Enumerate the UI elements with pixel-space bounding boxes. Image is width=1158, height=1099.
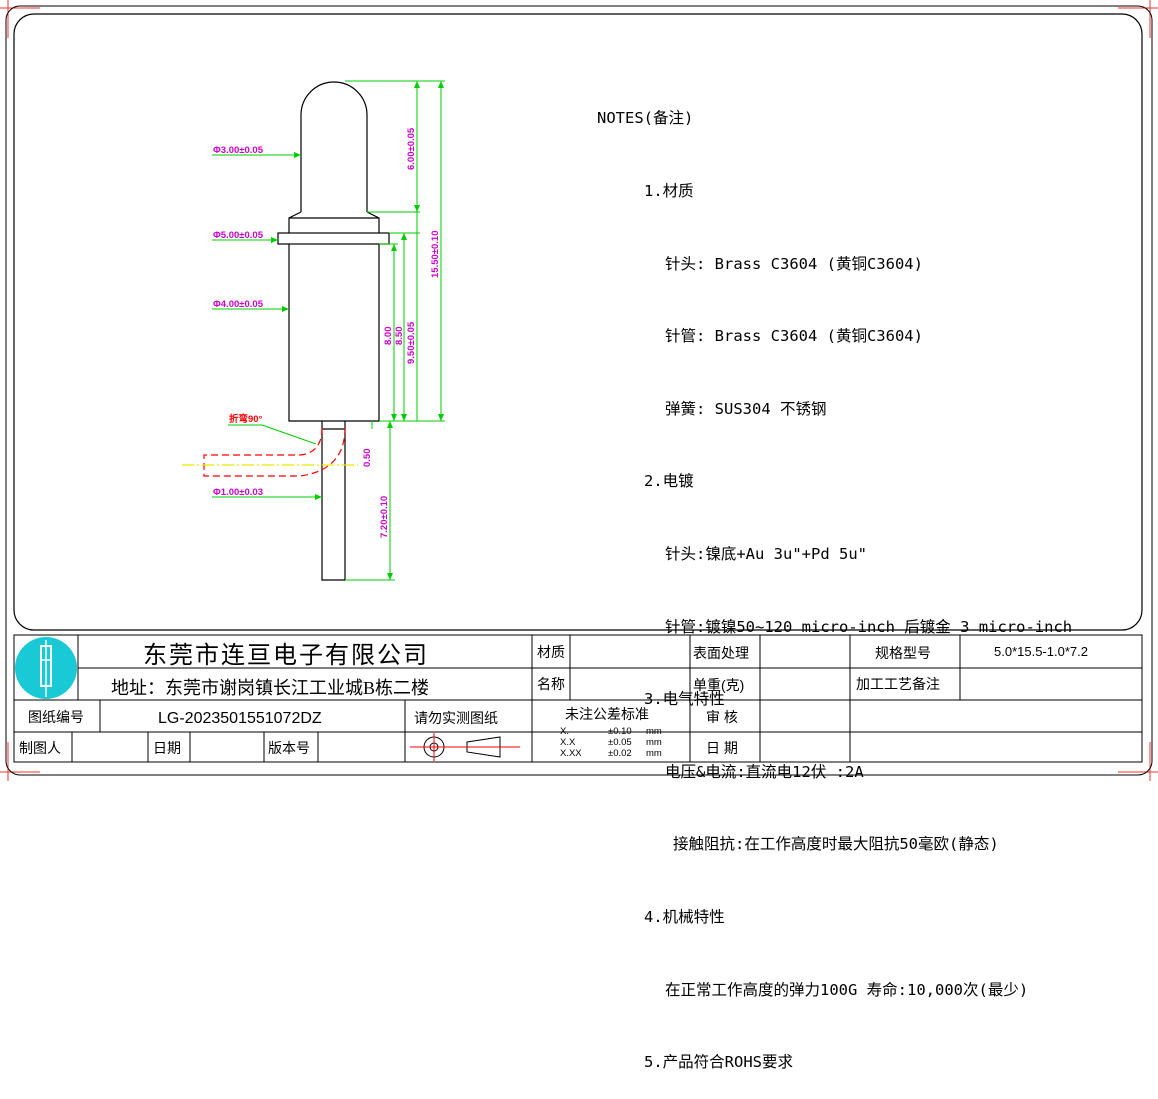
weight-label: 单重(克) (693, 677, 744, 693)
material-label: 材质 (537, 644, 565, 660)
notes-title: NOTES(备注) (597, 109, 694, 128)
tol-unit-0: mm (646, 726, 662, 737)
surface-label: 表面处理 (693, 645, 749, 661)
title-block-grid (13, 634, 1143, 763)
dim-body-height-1: 8.00 (383, 327, 394, 346)
dim-tail-diameter: Φ1.00±0.03 (213, 487, 263, 498)
tol-key-1: X.X (560, 737, 576, 748)
tol-unit-2: mm (646, 748, 662, 759)
dim-tip-diameter: Φ3.00±0.05 (213, 145, 264, 156)
bend-outline (203, 427, 346, 477)
notes-line: 针头: Brass C3604 (黄铜C3604) (665, 254, 923, 273)
name-label: 名称 (537, 676, 565, 692)
dim-total-height: 15.50±0.10 (430, 231, 441, 278)
tol-val-0: ±0.10 (608, 726, 632, 737)
projection-symbol (410, 733, 520, 761)
tolerance-title: 未注公差标准 (565, 706, 649, 722)
notes-line: 1.材质 (644, 182, 694, 200)
dimension-arrows (271, 81, 444, 580)
review-label: 审 核 (706, 709, 738, 725)
dimension-lines (212, 80, 445, 581)
tol-key-2: X.XX (560, 748, 582, 759)
spec-label: 规格型号 (875, 645, 931, 661)
notes-line: 3.电气特性 (644, 690, 725, 709)
tol-val-2: ±0.02 (608, 748, 632, 759)
notes-line: 接触阻抗:在工作高度时最大阻抗50毫欧(静态) (673, 835, 999, 854)
dim-flange-diameter: Φ5.00±0.05 (213, 230, 264, 241)
notes-line: 在正常工作高度的弹力100G 寿命:10,000次(最少) (665, 980, 1029, 999)
tol-key-0: X. (560, 726, 569, 737)
drafter-label: 制图人 (19, 740, 61, 756)
tol-val-1: ±0.05 (608, 737, 632, 748)
pogo-pin-outline (277, 81, 390, 581)
drawing-no-label: 图纸编号 (28, 709, 84, 725)
dim-body-height-3: 9.50±0.05 (406, 321, 417, 364)
date-label: 日期 (153, 740, 181, 756)
dim-tip-height: 6.00±0.05 (406, 127, 417, 170)
inner-frame (13, 13, 1143, 631)
company-logo (15, 637, 77, 699)
date2-label: 日 期 (706, 740, 738, 756)
version-label: 版本号 (268, 740, 310, 756)
notes-line: 针管:镀镍50~120 micro-inch 后镀金 3 micro-inch (665, 617, 1073, 636)
dim-body-diameter: Φ4.00±0.05 (213, 299, 264, 310)
engineering-drawing: Φ3.00±0.05 Φ5.00±0.05 Φ4.00±0.05 Φ1.00±0… (0, 0, 1158, 781)
notes-line: 5.产品符合ROHS要求 (644, 1053, 793, 1072)
notes-line: 2.电镀 (644, 472, 694, 491)
dim-bend-label: 折弯90° (229, 413, 263, 425)
measure-note: 请勿实测图纸 (414, 710, 498, 726)
notes-line: 针管: Brass C3604 (黄铜C3604) (665, 327, 923, 346)
company-name: 东莞市连亘电子有限公司 (143, 642, 429, 669)
outer-frame (5, 5, 1153, 776)
drawing-no-value: LG-2023501551072DZ (158, 710, 322, 727)
notes-line: 针头:镍底+Au 3u"+Pd 5u" (665, 544, 867, 563)
sheet-corner-marks (0, 0, 1158, 781)
notes-line: 4.机械特性 (644, 907, 725, 926)
spec-value: 5.0*15.5-1.0*7.2 (994, 644, 1088, 659)
dim-body-height-2: 8.50 (394, 327, 405, 346)
process-label: 加工工艺备注 (856, 676, 940, 692)
dim-tail-height: 7.20±0.10 (379, 496, 390, 538)
notes-line: 弹簧: SUS304 不锈钢 (665, 399, 827, 418)
company-address: 地址：东莞市谢岗镇长江工业城B栋二楼 (111, 678, 429, 698)
dim-neck-height: 0.50 (362, 449, 373, 468)
tol-unit-1: mm (646, 737, 662, 748)
notes-block: NOTES(备注) 1.材质 针头: Brass C3604 (黄铜C3604)… (597, 58, 1072, 1099)
notes-line: 电压&电流:直流电12伏 :2A (665, 762, 864, 781)
